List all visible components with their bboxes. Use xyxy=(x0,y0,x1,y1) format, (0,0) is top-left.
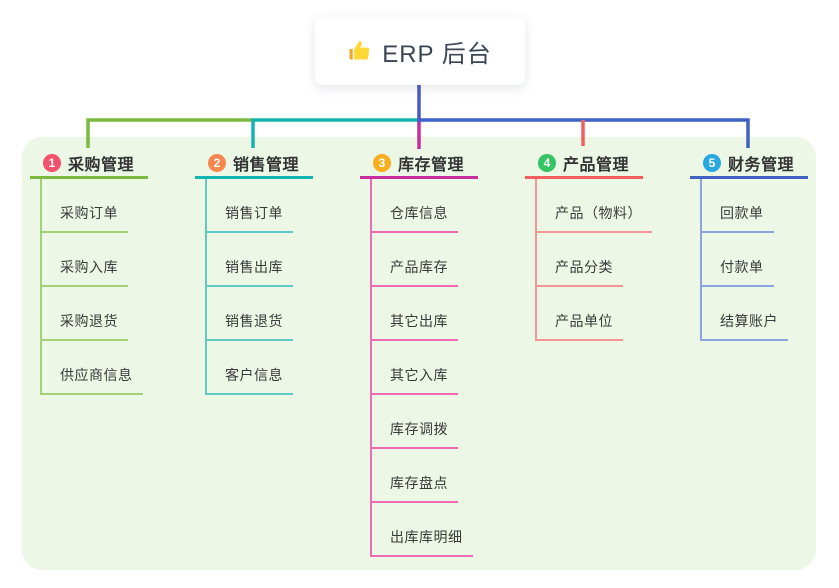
branch-header-4[interactable]: 4 产品管理 xyxy=(525,150,643,179)
branch-items-5: 回款单付款单结算账户 xyxy=(700,179,788,341)
branch-label: 采购管理 xyxy=(68,157,135,174)
branch-number-badge: 3 xyxy=(373,154,391,172)
node-item[interactable]: 其它入库 xyxy=(372,341,458,395)
node-item[interactable]: 结算账户 xyxy=(702,287,788,341)
node-item[interactable]: 产品（物料） xyxy=(537,179,652,233)
root-node-title: ERP 后台 xyxy=(382,40,492,68)
branch-number-badge: 2 xyxy=(208,154,226,172)
node-item[interactable]: 产品分类 xyxy=(537,233,623,287)
root-node[interactable]: ERP 后台 xyxy=(315,17,525,85)
branch-number-badge: 4 xyxy=(538,154,556,172)
node-item[interactable]: 供应商信息 xyxy=(42,341,143,395)
node-item[interactable]: 仓库信息 xyxy=(372,179,458,233)
branch-label: 产品管理 xyxy=(563,157,630,174)
node-item[interactable]: 采购退货 xyxy=(42,287,128,341)
node-item[interactable]: 付款单 xyxy=(702,233,774,287)
node-item[interactable]: 销售出库 xyxy=(207,233,293,287)
branch-items-1: 采购订单采购入库采购退货供应商信息 xyxy=(40,179,143,395)
thumbs-up-icon xyxy=(349,41,370,60)
branch-items-3: 仓库信息产品库存其它出库其它入库库存调拨库存盘点出库库明细 xyxy=(370,179,473,557)
node-item[interactable]: 客户信息 xyxy=(207,341,293,395)
branch-header-1[interactable]: 1 采购管理 xyxy=(30,150,148,179)
branch-items-2: 销售订单销售出库销售退货客户信息 xyxy=(205,179,293,395)
branch-number-badge: 5 xyxy=(703,154,721,172)
node-item[interactable]: 产品单位 xyxy=(537,287,623,341)
branch-label: 库存管理 xyxy=(398,157,465,174)
node-item[interactable]: 库存调拨 xyxy=(372,395,458,449)
branch-label: 销售管理 xyxy=(233,157,300,174)
branch-items-4: 产品（物料）产品分类产品单位 xyxy=(535,179,652,341)
branch-number-badge: 1 xyxy=(43,154,61,172)
branch-header-5[interactable]: 5 财务管理 xyxy=(690,150,808,179)
node-item[interactable]: 产品库存 xyxy=(372,233,458,287)
branch-header-2[interactable]: 2 销售管理 xyxy=(195,150,313,179)
node-item[interactable]: 采购入库 xyxy=(42,233,128,287)
branch-label: 财务管理 xyxy=(728,157,795,174)
node-item[interactable]: 销售退货 xyxy=(207,287,293,341)
node-item[interactable]: 其它出库 xyxy=(372,287,458,341)
node-item[interactable]: 销售订单 xyxy=(207,179,293,233)
mindmap-background-panel xyxy=(22,137,816,570)
node-item[interactable]: 库存盘点 xyxy=(372,449,458,503)
node-item[interactable]: 回款单 xyxy=(702,179,774,233)
node-item[interactable]: 采购订单 xyxy=(42,179,128,233)
node-item[interactable]: 出库库明细 xyxy=(372,503,473,557)
branch-header-3[interactable]: 3 库存管理 xyxy=(360,150,478,179)
